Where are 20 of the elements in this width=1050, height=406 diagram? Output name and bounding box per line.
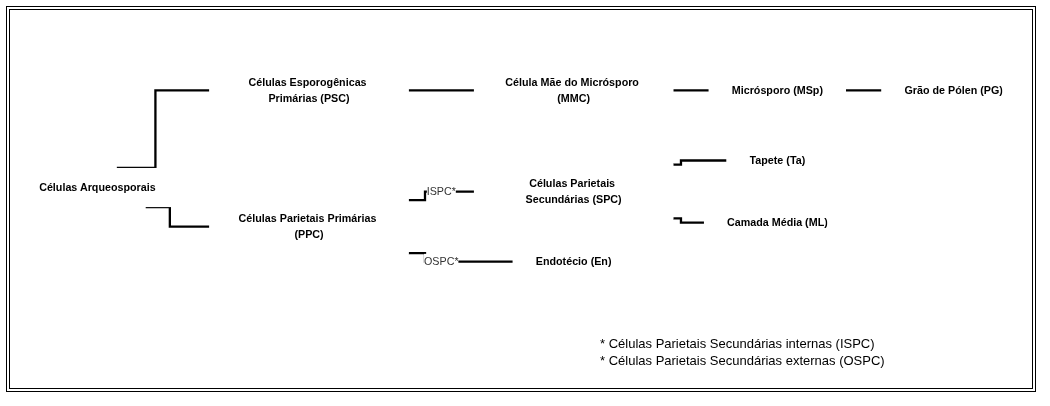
node-text: Células Parietais Primárias (PPC): [238, 212, 377, 241]
connector: [673, 89, 709, 92]
connector: [846, 89, 882, 92]
node-text: Células Esporogênicas Primárias (PSC): [248, 75, 367, 105]
connector: [673, 159, 727, 166]
edge-label: OSPC*: [424, 255, 459, 268]
connector: [116, 89, 210, 170]
node-text: Camada Média (ML): [726, 216, 828, 229]
node-text: Micrósporo (MSp): [731, 83, 823, 97]
footnote: * Células Parietais Secundárias internas (ISPC): [600, 336, 876, 351]
node-text: Grão de Pólen (PG): [904, 83, 1003, 97]
node-text: Célula Mãe do Micrósporo (MMC): [505, 75, 639, 105]
edge-label: ISPC*: [426, 185, 456, 198]
node-text: Tapete (Ta): [749, 153, 806, 167]
connector: [673, 217, 704, 224]
connector: [408, 89, 474, 92]
node-text: Células Parietais Secundárias (SPC): [525, 176, 622, 206]
footnote: * Células Parietais Secundárias externas (OSPC): [600, 353, 886, 368]
connector: [145, 205, 210, 228]
node-text: Endotécio (En): [535, 255, 612, 268]
